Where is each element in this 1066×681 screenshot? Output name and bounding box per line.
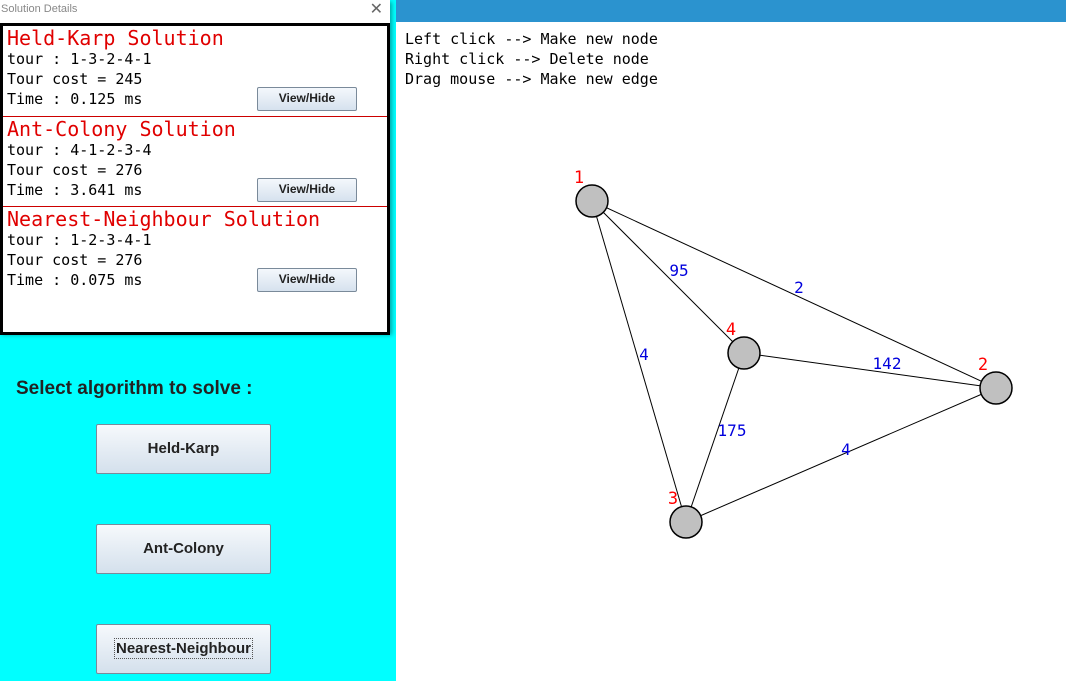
- close-icon[interactable]: ✕: [369, 1, 383, 18]
- solution-details-window: Solution Details ✕ Held-Karp Solution to…: [0, 0, 390, 335]
- view-hide-button[interactable]: View/Hide: [257, 178, 357, 202]
- solution-heading: Ant-Colony Solution: [7, 117, 236, 141]
- instruction-drag: Drag mouse --> Make new edge: [405, 70, 658, 88]
- solution-cost: Tour cost = 245: [7, 70, 143, 88]
- view-hide-button[interactable]: View/Hide: [257, 268, 357, 292]
- graph-canvas[interactable]: [396, 22, 1066, 681]
- held-karp-button[interactable]: Held-Karp: [96, 424, 271, 474]
- nearest-neighbour-button[interactable]: Nearest-Neighbour: [96, 624, 271, 674]
- solution-time: Time : 0.125 ms: [7, 90, 143, 108]
- solution-heading: Held-Karp Solution: [7, 26, 224, 50]
- solution-time: Time : 0.075 ms: [7, 271, 143, 289]
- solution-heading: Nearest-Neighbour Solution: [7, 207, 321, 231]
- instruction-left-click: Left click --> Make new node: [405, 30, 658, 48]
- instruction-right-click: Right click --> Delete node: [405, 50, 649, 68]
- solution-tour: tour : 1-3-2-4-1: [7, 50, 152, 68]
- window-title: Solution Details: [1, 3, 78, 15]
- held-karp-solution-section: Held-Karp Solution tour : 1-3-2-4-1 Tour…: [3, 26, 387, 116]
- top-window-strip: [396, 0, 1066, 22]
- ant-colony-solution-section: Ant-Colony Solution tour : 4-1-2-3-4 Tou…: [3, 116, 387, 207]
- solution-tour: tour : 1-2-3-4-1: [7, 231, 152, 249]
- nearest-neighbour-button-label: Nearest-Neighbour: [113, 638, 254, 659]
- solution-cost: Tour cost = 276: [7, 251, 143, 269]
- window-titlebar[interactable]: Solution Details ✕: [0, 0, 390, 21]
- view-hide-button[interactable]: View/Hide: [257, 87, 357, 111]
- ant-colony-button[interactable]: Ant-Colony: [96, 524, 271, 574]
- solution-tour: tour : 4-1-2-3-4: [7, 141, 152, 159]
- solution-details-body: Held-Karp Solution tour : 1-3-2-4-1 Tour…: [0, 23, 390, 335]
- nearest-neighbour-solution-section: Nearest-Neighbour Solution tour : 1-2-3-…: [3, 206, 387, 297]
- select-algorithm-label: Select algorithm to solve :: [16, 378, 253, 399]
- solution-cost: Tour cost = 276: [7, 161, 143, 179]
- solution-time: Time : 3.641 ms: [7, 181, 143, 199]
